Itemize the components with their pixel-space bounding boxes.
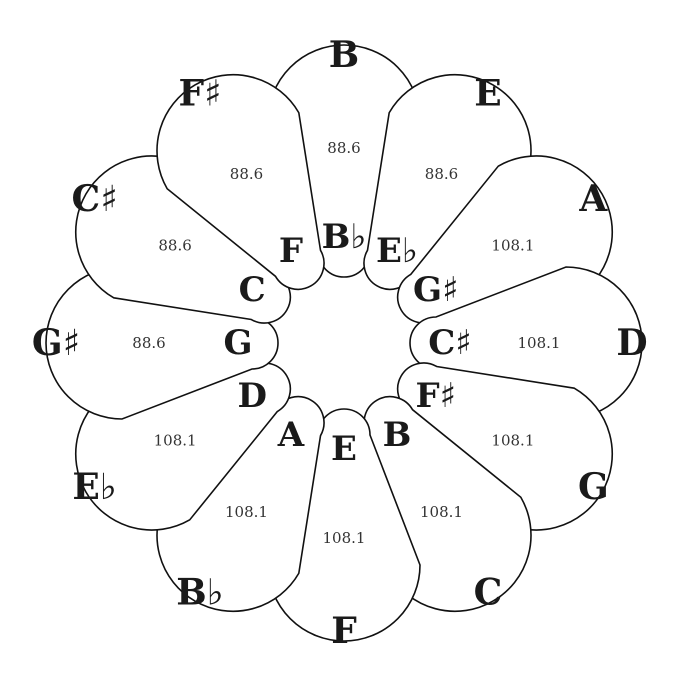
- petal-value: 88.6: [230, 165, 263, 183]
- outer-note-label: G♯: [32, 322, 80, 364]
- inner-note-label: B: [383, 415, 412, 455]
- inner-note-label: E♭: [376, 231, 418, 271]
- petal-value: 108.1: [225, 503, 268, 521]
- outer-note-label: F: [331, 610, 357, 652]
- inner-note-label: F: [279, 231, 303, 271]
- outer-note-label: E♭: [72, 466, 116, 508]
- petal-shape: [156, 73, 325, 291]
- outer-note-label: F♯: [179, 73, 222, 115]
- inner-note-label: C♯: [428, 323, 472, 363]
- petal-shape: [156, 395, 325, 613]
- petal-value: 108.1: [491, 237, 534, 255]
- petal-value: 108.1: [491, 432, 534, 450]
- petal-shape: [363, 73, 532, 291]
- petal-shape: [396, 362, 614, 531]
- outer-note-label: C: [474, 571, 503, 613]
- outer-note-label: B♭: [176, 571, 223, 613]
- petal: F♯ F 88.6: [156, 73, 325, 291]
- petal-value: 88.6: [327, 139, 360, 157]
- outer-note-label: A: [578, 178, 608, 220]
- inner-note-label: A: [277, 415, 305, 455]
- outer-note-label: C♯: [72, 178, 118, 220]
- outer-note-label: E: [474, 73, 501, 115]
- petal-value: 108.1: [518, 334, 561, 352]
- inner-note-label: F♯: [416, 376, 457, 416]
- outer-note-label: B: [329, 34, 359, 76]
- inner-note-label: G: [223, 323, 252, 363]
- petal-value: 108.1: [420, 503, 463, 521]
- inner-note-label: E: [331, 429, 357, 469]
- inner-note-label: D: [237, 376, 266, 416]
- petal: G F♯ 108.1: [396, 362, 614, 531]
- petal-value: 88.6: [425, 165, 458, 183]
- petals-layer: BB♭88.6EE♭88.6AG♯108.1DC♯108.1GF♯108.1CB…: [32, 34, 648, 652]
- inner-note-label: C: [239, 270, 266, 310]
- outer-note-label: D: [616, 322, 647, 364]
- petal: C♯ C 88.6: [72, 155, 292, 324]
- petal-value: 88.6: [132, 334, 165, 352]
- outer-note-label: G: [578, 466, 609, 508]
- petal-value: 108.1: [323, 529, 366, 547]
- petal-value: 108.1: [154, 432, 197, 450]
- inner-note-label: B♭: [322, 217, 367, 257]
- petal: E E♭ 88.6: [363, 73, 532, 291]
- petal-value: 88.6: [158, 237, 191, 255]
- petal-shape: [74, 155, 292, 324]
- petal: B♭ A 108.1: [156, 395, 325, 613]
- inner-note-label: G♯: [413, 270, 459, 310]
